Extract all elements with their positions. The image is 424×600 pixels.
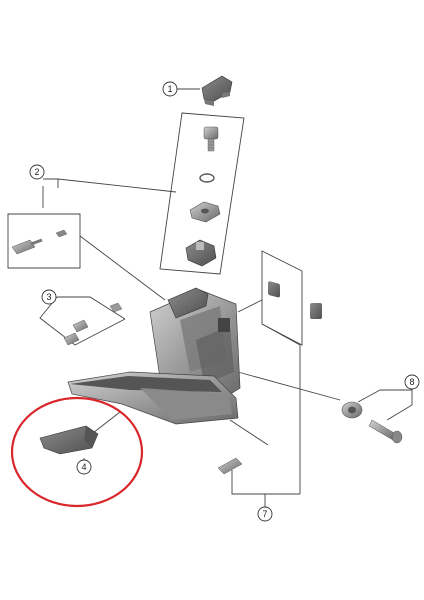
part-cable-plate (189, 201, 221, 223)
part-cover-cap (201, 75, 233, 106)
part-cable-clamp (185, 239, 217, 267)
callout-1: 1 (162, 81, 178, 97)
exploded-box-right (261, 250, 303, 346)
part-bolt-spacer (341, 401, 403, 444)
callout-7: 7 (257, 506, 273, 522)
svg-text:7: 7 (262, 509, 267, 519)
callout-3: 3 (41, 289, 57, 305)
part-cable-bolt (203, 126, 219, 152)
exploded-box-left (7, 213, 81, 269)
part-set-bolts (63, 302, 123, 346)
callout-4: 4 (76, 459, 92, 475)
svg-text:3: 3 (46, 292, 51, 302)
svg-text:4: 4 (81, 462, 86, 472)
part-cover-4 (39, 425, 99, 455)
callout-8: 8 (404, 374, 420, 390)
svg-text:2: 2 (34, 167, 39, 177)
leader-lines (7, 88, 413, 507)
exploded-box-top (159, 112, 245, 275)
part-support-bolt (217, 457, 243, 475)
svg-text:1: 1 (167, 84, 172, 94)
part-pads (268, 281, 322, 319)
callout-2: 2 (29, 164, 45, 180)
part-adjust-bolt (11, 229, 68, 255)
highlight-circle (10, 396, 144, 508)
main-derailleur-body (67, 287, 241, 425)
part-washer-ring (199, 173, 215, 183)
svg-text:8: 8 (409, 377, 414, 387)
